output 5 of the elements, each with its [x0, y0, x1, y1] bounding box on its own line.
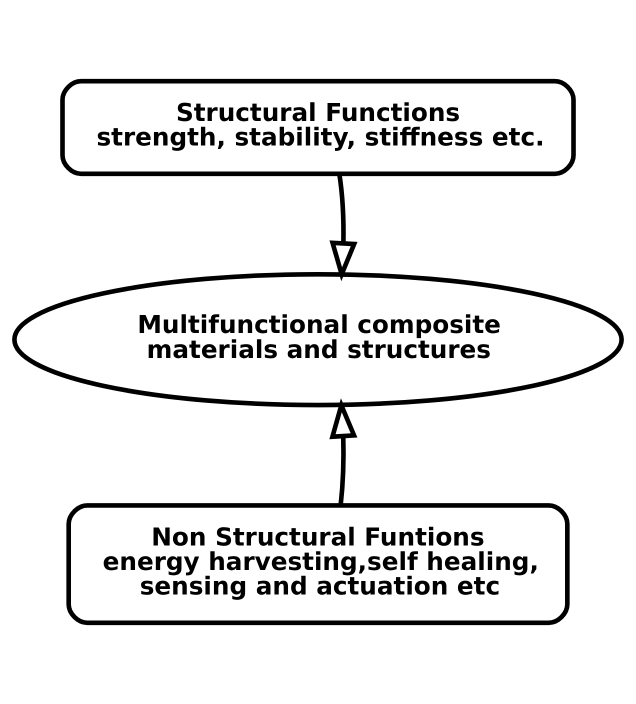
node-ellipse: Multifunctional composite materials and structures [12, 272, 624, 408]
arrow [329, 174, 358, 282]
node-box: Structural Functions strength, stability, stiffness etc. [60, 78, 576, 176]
arrow [329, 398, 358, 505]
node-box: Non Structural Funtions energy harvesting,self healing, sensing and actuation etc [66, 503, 570, 626]
